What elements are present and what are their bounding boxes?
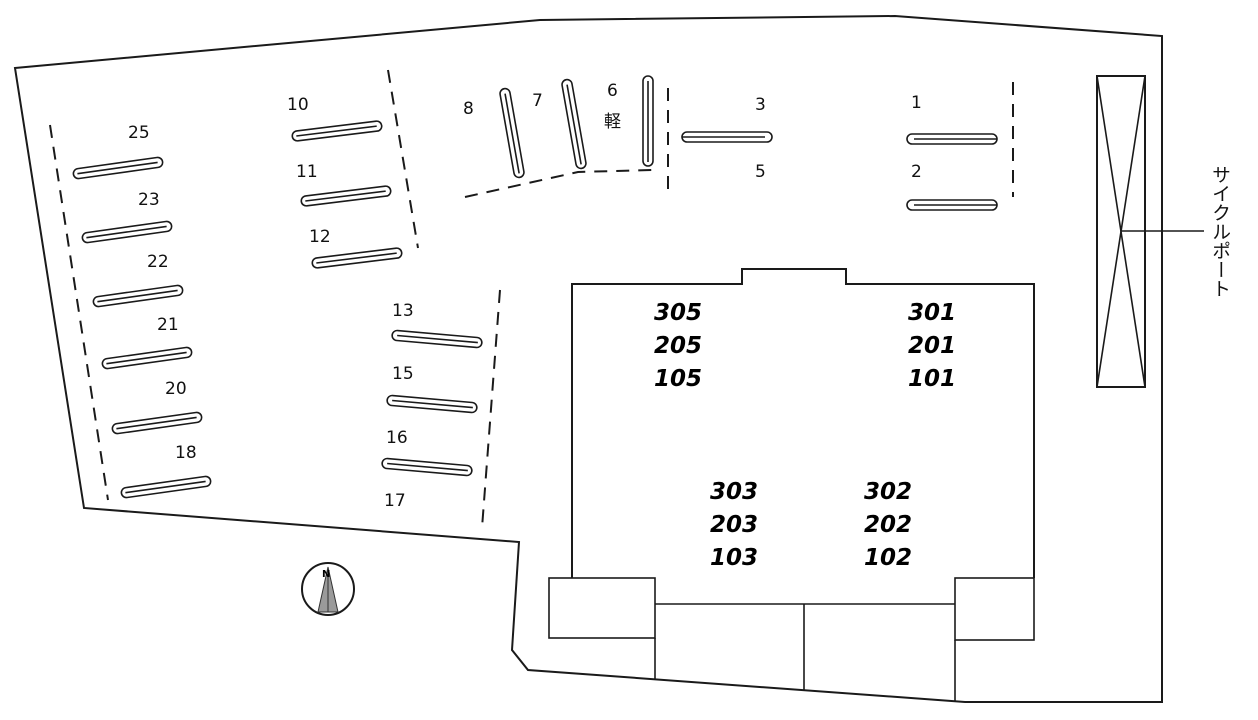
space-number: 5 [755, 162, 766, 182]
building [548, 268, 1035, 702]
stall-8 [499, 87, 525, 179]
unit-number: 201 [908, 333, 956, 359]
compass-label: N [322, 569, 330, 580]
stall-11 [300, 185, 392, 207]
stall-23 [81, 220, 173, 244]
stall-10 [291, 120, 383, 142]
stall-18 [120, 475, 212, 499]
north-compass-icon: N [301, 562, 355, 616]
space-number: 25 [128, 123, 150, 143]
space-number: 17 [384, 491, 406, 511]
space-number: 10 [287, 95, 309, 115]
building-block-right [954, 577, 1035, 641]
lot-boundary [13, 14, 1163, 703]
unit-number: 102 [864, 545, 912, 571]
space-number: 16 [386, 428, 408, 448]
light-car-label: 軽 [604, 112, 621, 132]
space-number: 20 [165, 379, 187, 399]
space-number: 7 [532, 91, 543, 111]
space-number: 6 [607, 81, 618, 101]
space-number: 1 [911, 93, 922, 113]
stall-2 [906, 199, 998, 211]
stall-25 [72, 156, 164, 180]
stall-22 [92, 284, 184, 308]
parking-numbers: 25 23 22 21 20 18 10 11 12 13 15 16 17 8… [128, 81, 922, 511]
stall-12 [311, 247, 403, 269]
space-number: 11 [296, 162, 318, 182]
unit-numbers: 305 205 105 301 201 101 303 203 103 302 … [654, 300, 956, 571]
stall-7 [561, 78, 587, 170]
parking-stalls [72, 75, 998, 499]
space-number: 21 [157, 315, 179, 335]
stall-16 [381, 457, 473, 477]
unit-number: 305 [654, 300, 702, 326]
parking-dividers [49, 69, 1014, 529]
space-number: 13 [392, 301, 414, 321]
unit-number: 302 [864, 479, 912, 505]
stall-15 [386, 394, 478, 414]
unit-number: 301 [908, 300, 956, 326]
unit-number: 103 [710, 545, 758, 571]
space-number: 12 [309, 227, 331, 247]
space-number: 18 [175, 443, 197, 463]
unit-number: 105 [654, 366, 702, 392]
space-number: 8 [463, 99, 474, 119]
stall-6 [642, 75, 654, 167]
stall-13 [391, 329, 483, 349]
stall-3-5 [681, 131, 773, 143]
unit-number: 101 [908, 366, 956, 392]
cycle-port: サイクルポート [1096, 75, 1231, 388]
space-number: 2 [911, 162, 922, 182]
space-number: 23 [138, 190, 160, 210]
space-number: 3 [755, 95, 766, 115]
unit-number: 202 [864, 512, 912, 538]
building-block-left [548, 577, 656, 639]
space-number: 22 [147, 252, 169, 272]
space-number: 15 [392, 364, 414, 384]
unit-number: 303 [710, 479, 758, 505]
stall-21 [101, 346, 193, 370]
stall-1 [906, 133, 998, 145]
stall-20 [111, 411, 203, 435]
unit-number: 205 [654, 333, 702, 359]
cycle-port-label: サイクルポート [1209, 165, 1231, 298]
unit-number: 203 [710, 512, 758, 538]
